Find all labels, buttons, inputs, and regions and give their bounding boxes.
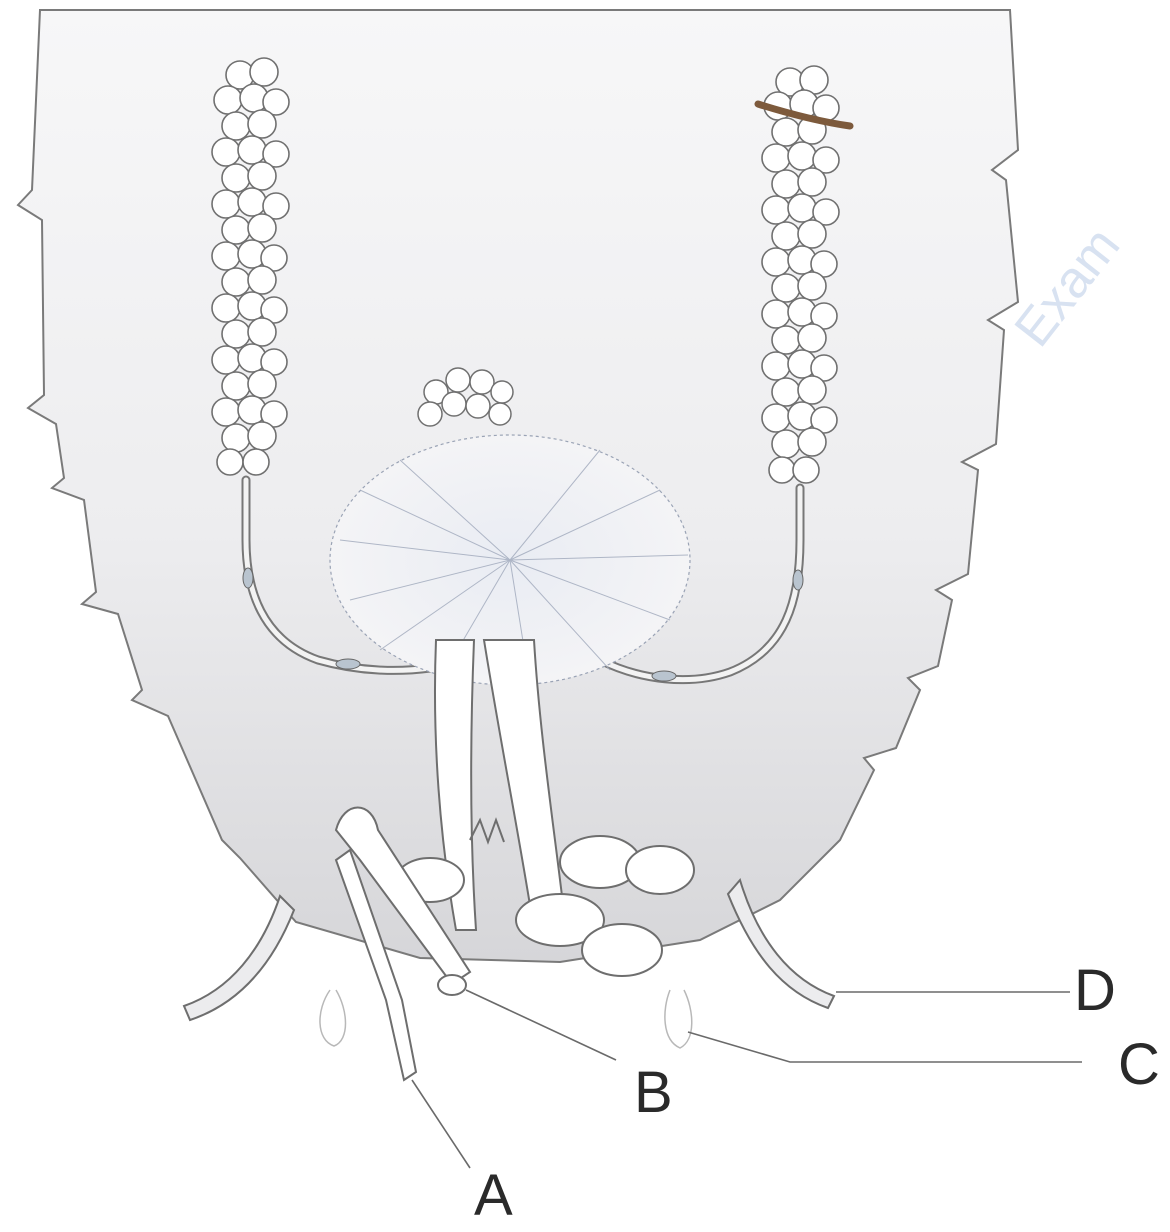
label-b: B: [634, 1060, 673, 1125]
label-d: D: [1074, 958, 1116, 1023]
stylets: [320, 990, 692, 1048]
leader-lines: [412, 990, 1082, 1168]
left-cercus: [184, 896, 294, 1020]
label-a: A: [474, 1163, 513, 1228]
label-c: C: [1118, 1032, 1160, 1097]
watermark: Exam: [1004, 217, 1132, 357]
